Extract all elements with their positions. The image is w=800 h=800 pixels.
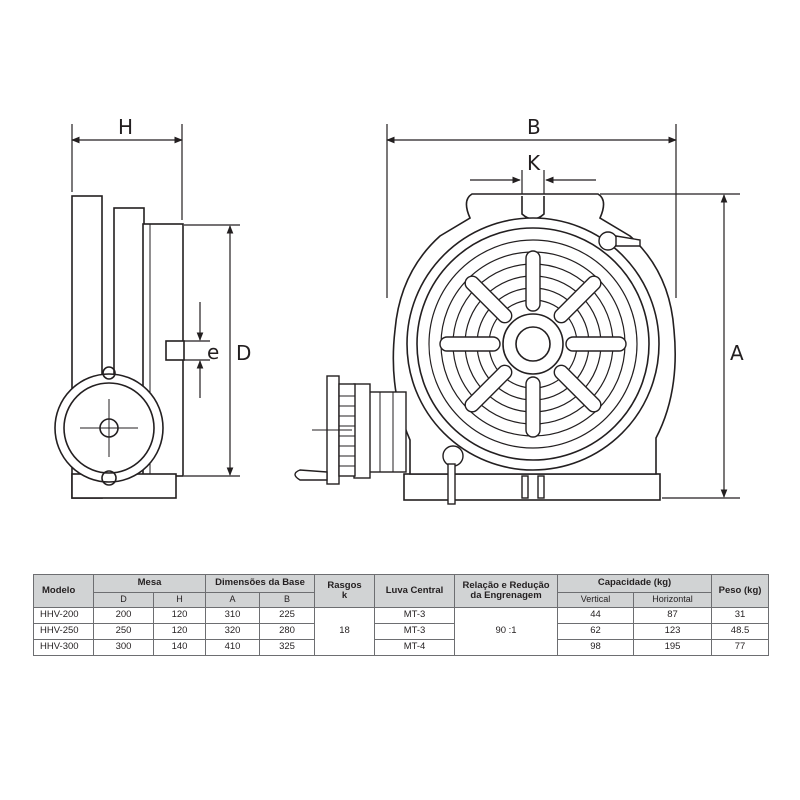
dimension-label-e: e (207, 340, 219, 364)
cell-a: 320 (205, 623, 261, 640)
cell-vertical: 98 (557, 639, 635, 656)
header-rasgos-line1: Rasgos (327, 579, 362, 591)
table-header-row: Modelo Mesa Dimensões da Base Rasgos k L… (33, 574, 770, 608)
table-t-slots (439, 250, 627, 438)
cell-peso: 31 (711, 607, 770, 624)
cell-peso: 48.5 (711, 623, 770, 640)
dimension-label-d: D (236, 341, 251, 365)
cell-h: 140 (152, 639, 207, 656)
subheader-base-a: A (205, 592, 261, 608)
header-luva-central: Luva Central (374, 574, 456, 608)
cell-b: 280 (259, 623, 316, 640)
dimension-label-a: A (730, 341, 744, 365)
cell-vertical: 62 (557, 623, 635, 640)
header-rasgos: Rasgos k (314, 574, 376, 608)
header-dimensoes-base: Dimensões da Base (205, 574, 316, 593)
table-row: HHV-250 250 120 320 280 MT-3 62 123 48.5 (33, 623, 770, 640)
dimension-label-b: B (527, 115, 541, 139)
front-view-details (294, 231, 641, 505)
header-mesa: Mesa (92, 574, 207, 593)
subheader-mesa-d: D (93, 592, 154, 608)
cell-rasgos: 18 (314, 607, 376, 656)
cell-peso: 77 (711, 639, 770, 656)
dimension-label-k: K (527, 151, 541, 175)
cell-b: 225 (259, 607, 316, 624)
cell-luva: MT-4 (374, 639, 456, 656)
dimension-lines-front (386, 124, 740, 499)
cell-a: 310 (205, 607, 261, 624)
cell-luva: MT-3 (374, 607, 456, 624)
header-relacao-line2: da Engrenagem (470, 590, 542, 601)
cell-modelo: HHV-200 (33, 607, 94, 624)
cell-relacao: 90 :1 (454, 607, 559, 656)
side-view (54, 195, 185, 499)
header-rasgos-line2: k (341, 590, 348, 601)
cell-vertical: 44 (557, 607, 635, 624)
cell-d: 200 (93, 607, 154, 624)
cell-d: 300 (93, 639, 154, 656)
cell-horizontal: 195 (633, 639, 713, 656)
header-capacidade: Capacidade (kg) (557, 574, 713, 593)
cell-h: 120 (152, 607, 207, 624)
header-peso: Peso (kg) (711, 574, 770, 608)
cell-modelo: HHV-300 (33, 639, 94, 656)
header-relacao: Relação e Redução da Engrenagem (454, 574, 559, 608)
cell-horizontal: 87 (633, 607, 713, 624)
subheader-base-b: B (259, 592, 316, 608)
subheader-horizontal: Horizontal (633, 592, 713, 608)
cell-b: 325 (259, 639, 316, 656)
table-subheader-row: D H A B Vertical Horizontal (34, 592, 769, 608)
table-row: HHV-200 200 120 310 225 18 MT-3 90 :1 44… (33, 607, 770, 656)
header-relacao-line1: Relação e Redução (462, 579, 550, 591)
cell-modelo: HHV-250 (33, 623, 94, 640)
cell-h: 120 (152, 623, 207, 640)
subheader-mesa-h: H (152, 592, 207, 608)
dimension-lines-side (71, 124, 240, 477)
cell-horizontal: 123 (633, 623, 713, 640)
cell-luva: MT-3 (374, 623, 456, 640)
specification-table: Modelo Mesa Dimensões da Base Rasgos k L… (33, 574, 770, 656)
subheader-vertical: Vertical (557, 592, 635, 608)
table-row: HHV-300 300 140 410 325 MT-4 98 195 77 (33, 639, 770, 656)
cell-a: 410 (205, 639, 261, 656)
cell-d: 250 (93, 623, 154, 640)
header-modelo: Modelo (33, 574, 94, 608)
dimension-label-h: H (118, 115, 133, 139)
technical-drawing: H D e (54, 115, 744, 505)
